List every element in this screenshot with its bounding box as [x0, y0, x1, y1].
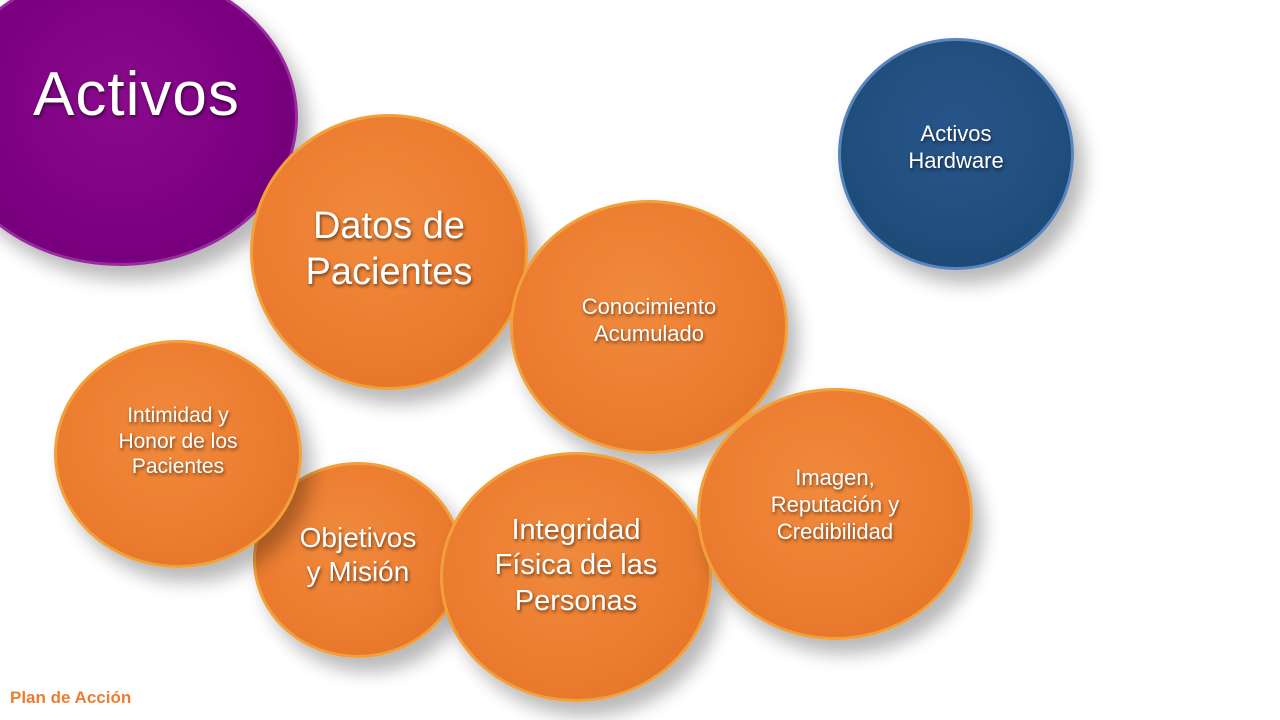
objetivos-mision-label: Objetivos y Misión [299, 522, 417, 588]
activos-hardware-label: Activos Hardware [908, 121, 1004, 173]
datos-pacientes-circle: Datos de Pacientes [250, 114, 528, 390]
imagen-reputacion-label: Imagen, Reputación y Credibilidad [770, 465, 900, 544]
intimidad-honor-circle: Intimidad y Honor de los Pacientes [54, 340, 302, 568]
datos-pacientes-label: Datos de Pacientes [305, 205, 473, 294]
objetivos-mision-circle: Objetivos y Misión [253, 462, 463, 658]
integridad-fisica-circle: Integridad Física de las Personas [440, 452, 712, 702]
integridad-fisica-label: Integridad Física de las Personas [494, 514, 658, 617]
conocimiento-acumulado-label: Conocimiento Acumulado [581, 294, 717, 346]
activos-title: Activos [33, 60, 240, 129]
conocimiento-acumulado-circle: Conocimiento Acumulado [510, 200, 788, 454]
activos-hardware-circle: Activos Hardware [838, 38, 1074, 270]
imagen-reputacion-circle: Imagen, Reputación y Credibilidad [697, 388, 973, 640]
intimidad-honor-label: Intimidad y Honor de los Pacientes [118, 404, 238, 479]
footer-label: Plan de Acción [10, 688, 132, 707]
activos-title-circle: Activos [0, 0, 298, 266]
